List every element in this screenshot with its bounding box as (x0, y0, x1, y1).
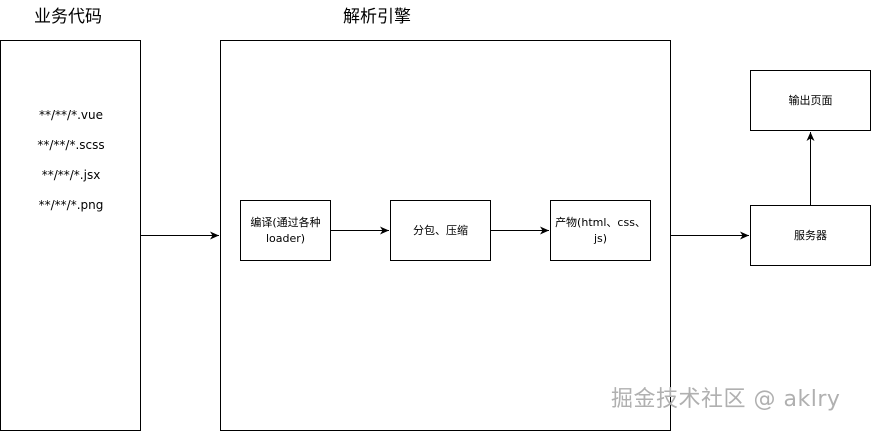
compile-node: 编译(通过各种loader) (240, 200, 331, 261)
split-compress-node: 分包、压缩 (390, 200, 491, 261)
business-code-title: 业务代码 (34, 7, 102, 27)
business-code-box: **/**/*.vue **/**/*.scss **/**/*.jsx **/… (0, 40, 141, 431)
file-jsx: **/**/*.jsx (41, 168, 101, 182)
page-output-node: 输出页面 (750, 70, 871, 131)
file-vue: **/**/*.vue (39, 108, 103, 122)
compile-label: 编译(通过各种loader) (250, 215, 321, 245)
output-artifacts-label: 产物(html、css、js) (555, 215, 646, 245)
split-compress-label: 分包、压缩 (413, 223, 468, 237)
output-artifacts-node: 产物(html、css、js) (550, 200, 651, 261)
engine-title: 解析引擎 (343, 7, 411, 27)
server-label: 服务器 (794, 228, 827, 242)
file-scss: **/**/*.scss (37, 138, 105, 152)
page-output-label: 输出页面 (788, 93, 833, 107)
watermark-text: 掘金技术社区 @ aklry (611, 387, 841, 412)
file-png: **/**/*.png (38, 198, 104, 212)
server-node: 服务器 (750, 205, 871, 266)
